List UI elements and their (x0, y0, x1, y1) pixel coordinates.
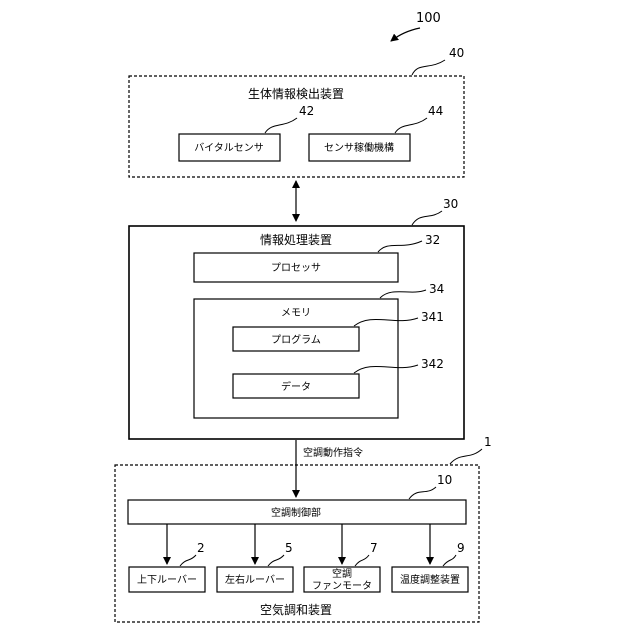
vital-sensor-ref: 42 (299, 104, 314, 118)
vital-device-ref: 40 (449, 46, 464, 60)
memory-ref: 34 (429, 282, 444, 296)
horizontal-louver-leader (268, 555, 284, 566)
vital-sensor-leader (265, 118, 297, 133)
controller-label: 空調制御部 (271, 506, 321, 519)
fan-motor-ref: 7 (370, 541, 378, 555)
temp-adjuster-ref: 9 (457, 541, 465, 555)
vertical-louver-ref: 2 (197, 541, 205, 555)
processor-ref: 32 (425, 233, 440, 247)
info-processor-title: 情報処理装置 (260, 233, 332, 247)
sensor-mechanism-leader (395, 118, 427, 133)
memory-label: メモリ (281, 308, 311, 319)
vital-device-title: 生体情報検出装置 (248, 87, 344, 101)
info-processing-device: 情報処理装置 30 プロセッサ 32 メモリ 34 プログラム 341 データ … (129, 197, 464, 439)
sensor-mechanism-ref: 44 (428, 104, 443, 118)
info-processor-ref: 30 (443, 197, 458, 211)
fan-motor-label-line1: 空調 (332, 567, 352, 580)
system-ref-label: 100 (416, 11, 441, 26)
fan-motor-leader (355, 555, 369, 566)
data-label: データ (281, 380, 311, 393)
horizontal-louver-label: 左右ルーバー (225, 573, 285, 586)
controller-leader (409, 487, 436, 499)
fan-motor-label-line2: ファンモータ (312, 580, 372, 592)
vital-sensor-label: バイタルセンサ (194, 142, 264, 154)
vertical-louver-leader (180, 555, 196, 566)
command-label: 空調動作指令 (303, 446, 363, 459)
sensor-mechanism-label: センサ稼働機構 (324, 141, 394, 154)
temp-adjuster-leader (443, 555, 456, 566)
air-conditioner-frame (115, 465, 479, 622)
controller-ref: 10 (437, 473, 452, 487)
air-conditioner: 空気調和装置 1 空調制御部 10 上下ルーバー 2 左右ルーバー 5 空調 フ… (115, 435, 492, 622)
program-ref: 341 (421, 310, 444, 324)
horizontal-louver-ref: 5 (285, 541, 293, 555)
processor-label: プロセッサ (271, 262, 321, 274)
data-ref: 342 (421, 357, 444, 371)
vital-detection-device: 生体情報検出装置 40 バイタルセンサ 42 センサ稼働機構 44 (129, 46, 464, 177)
program-label: プログラム (271, 333, 321, 346)
vertical-louver-label: 上下ルーバー (137, 574, 197, 586)
air-conditioner-ref: 1 (484, 435, 492, 449)
system-ref-arrow (391, 28, 420, 41)
info-processor-leader (412, 211, 442, 225)
vital-device-leader (412, 60, 445, 75)
air-conditioner-leader (450, 449, 482, 464)
air-conditioner-title: 空気調和装置 (260, 602, 332, 617)
temp-adjuster-label: 温度調整装置 (400, 573, 460, 586)
